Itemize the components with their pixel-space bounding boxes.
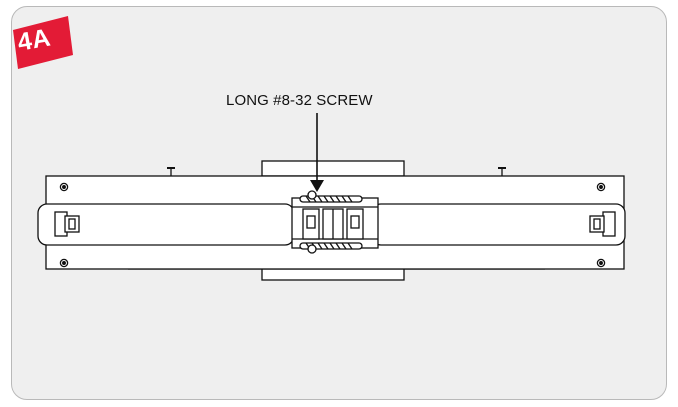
corner-screw-bottom-right [596,258,606,268]
top-pin-left [167,167,175,176]
step-badge [13,16,73,69]
center-clamp [291,197,379,249]
corner-screw-top-left [59,182,69,192]
top-center-plate [261,160,405,177]
top-pin-right [498,167,506,176]
callout-label: LONG #8-32 SCREW [226,92,373,109]
right-rail [371,203,626,246]
screw-icon-bottom [299,242,363,254]
screw-icon-top [299,190,363,203]
down-arrow-icon [310,113,324,192]
step-badge-shape [13,16,73,69]
corner-screw-top-right [596,182,606,192]
bracket-icon-right [589,211,616,237]
corner-screw-bottom-left [59,258,69,268]
bracket-icon-left [54,211,80,237]
